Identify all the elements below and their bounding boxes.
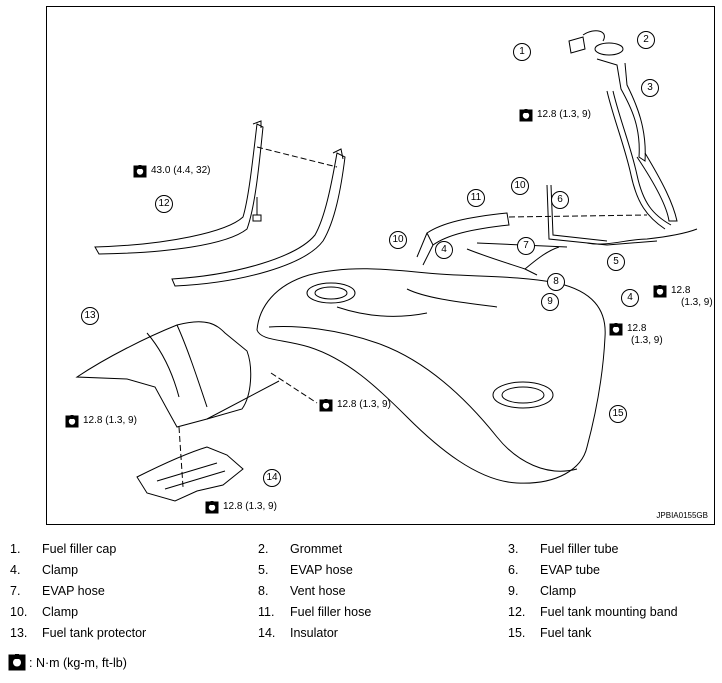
- torque-sub: (1.3, 9): [681, 297, 713, 308]
- callout-3: 3: [641, 79, 659, 97]
- torque-wrench-icon: [133, 165, 147, 178]
- legend-item: 9.Clamp: [508, 584, 577, 598]
- legend-item: 1.Fuel filler cap: [10, 542, 117, 556]
- legend-item: 12.Fuel tank mounting band: [508, 605, 678, 619]
- torque-value: 12.8 (1.3, 9): [337, 399, 391, 410]
- filler-hose: [426, 212, 510, 246]
- legend-item: 15.Fuel tank: [508, 626, 592, 640]
- callout-5: 5: [607, 253, 625, 271]
- legend-item: 5.EVAP hose: [258, 563, 353, 577]
- diagram-drawing: [75, 30, 698, 502]
- torque-wrench-icon: [65, 415, 79, 428]
- legend-item: 11.Fuel filler hose: [258, 605, 372, 619]
- figure-code: JPBIA0155GB: [656, 511, 708, 520]
- torque-value: 12.8 (1.3, 9): [537, 109, 591, 120]
- legend-row: 10.Clamp 11.Fuel filler hose 12.Fuel tan…: [0, 605, 722, 625]
- torque-protector-right: 12.8 (1.3, 9): [319, 399, 391, 412]
- legend-item: 10.Clamp: [10, 605, 79, 619]
- torque-value: 12.8: [671, 285, 691, 296]
- torque-wrench-icon: [8, 654, 26, 671]
- callout-4: 4: [435, 241, 453, 259]
- fuel-tank-shape: [256, 268, 606, 484]
- grommet: [594, 42, 624, 56]
- legend-row: 1.Fuel filler cap 2.Grommet 3.Fuel fille…: [0, 542, 722, 562]
- mounting-band-right: [171, 152, 346, 287]
- callout-10b: 10: [389, 231, 407, 249]
- legend-item: 2.Grommet: [258, 542, 343, 556]
- torque-mounting-band: 43.0 (4.4, 32): [133, 165, 210, 178]
- callout-12: 12: [155, 195, 173, 213]
- torque-right: 12.8(1.3, 9): [653, 285, 713, 309]
- callout-10: 10: [511, 177, 529, 195]
- callout-4b: 4: [621, 289, 639, 307]
- torque-insulator: 12.8 (1.3, 9): [205, 501, 277, 514]
- callout-11: 11: [467, 189, 485, 207]
- exploded-diagram: 1 2 3 4 4 5 6 7 8 9 10 10 11 12 13 14 15…: [46, 6, 715, 525]
- torque-sub: (1.3, 9): [631, 335, 663, 346]
- torque-wrench-icon: [519, 109, 533, 122]
- callout-6: 6: [551, 191, 569, 209]
- legend-row: 7.EVAP hose 8.Vent hose 9.Clamp: [0, 584, 722, 604]
- fuel-tank-protector: [75, 321, 252, 428]
- callout-7: 7: [517, 237, 535, 255]
- insulator: [136, 446, 244, 502]
- legend-item: 6.EVAP tube: [508, 563, 600, 577]
- legend-item: 8.Vent hose: [258, 584, 346, 598]
- torque-protector-left: 12.8 (1.3, 9): [65, 415, 137, 428]
- tank-pump-opening: [492, 381, 554, 409]
- torque-value: 43.0 (4.4, 32): [151, 165, 211, 176]
- callout-15: 15: [609, 405, 627, 423]
- torque-wrench-icon: [609, 323, 623, 336]
- torque-value: 12.8: [627, 323, 647, 334]
- filler-tube: [636, 152, 678, 222]
- tank-sender-opening: [306, 282, 356, 304]
- torque-value: 12.8 (1.3, 9): [83, 415, 137, 426]
- callout-13: 13: [81, 307, 99, 325]
- callout-8: 8: [547, 273, 565, 291]
- unit-note-text: : N·m (kg-m, ft-lb): [29, 655, 127, 670]
- legend-item: 4.Clamp: [10, 563, 79, 577]
- legend-item: 13.Fuel tank protector: [10, 626, 147, 640]
- band-bolt: [252, 197, 262, 222]
- legend-row: 4.Clamp 5.EVAP hose 6.EVAP tube: [0, 563, 722, 583]
- unit-note: : N·m (kg-m, ft-lb): [8, 654, 127, 671]
- torque-wrench-icon: [319, 399, 333, 412]
- legend-item: 3.Fuel filler tube: [508, 542, 619, 556]
- legend-item: 7.EVAP hose: [10, 584, 105, 598]
- torque-wrench-icon: [653, 285, 667, 298]
- torque-wrench-icon: [205, 501, 219, 514]
- filler-cap: [568, 36, 586, 54]
- callout-1: 1: [513, 43, 531, 61]
- callout-14: 14: [263, 469, 281, 487]
- mounting-band-left: [94, 123, 264, 255]
- callout-2: 2: [637, 31, 655, 49]
- legend-item: 14.Insulator: [258, 626, 338, 640]
- torque-value: 12.8 (1.3, 9): [223, 501, 277, 512]
- callout-9: 9: [541, 293, 559, 311]
- torque-filler-bolt: 12.8 (1.3, 9): [519, 109, 591, 122]
- legend-row: 13.Fuel tank protector 14.Insulator 15.F…: [0, 626, 722, 646]
- torque-clamp: 12.8(1.3, 9): [609, 323, 663, 347]
- filler-neck: [596, 58, 646, 162]
